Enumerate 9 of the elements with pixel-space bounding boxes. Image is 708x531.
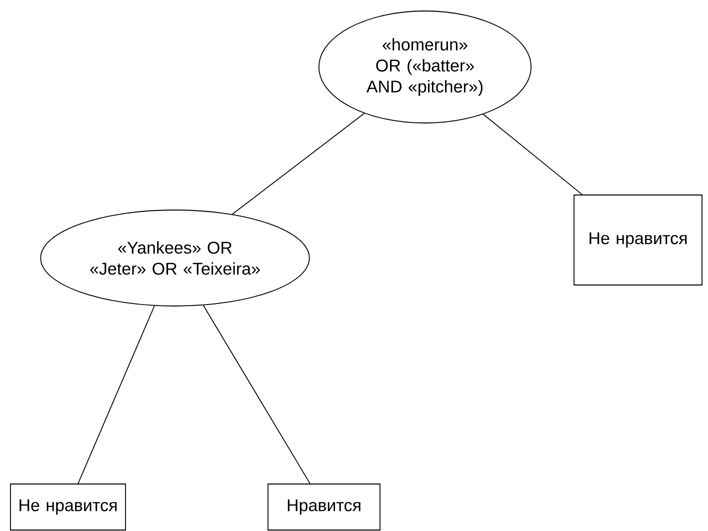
connector-line [202,304,310,484]
ellipse-node: «homerun» OR («batter» AND «pitcher») [318,10,532,124]
connector-line [482,114,583,195]
connector-line [232,112,365,215]
box-node: Не нравится [10,484,126,530]
box-node: Нравится [268,484,380,530]
ellipse-node: «Yankees» OR «Jeter» OR «Teixeira» [40,210,310,306]
connector-line [78,305,155,484]
box-node: Не нравится [574,194,702,286]
